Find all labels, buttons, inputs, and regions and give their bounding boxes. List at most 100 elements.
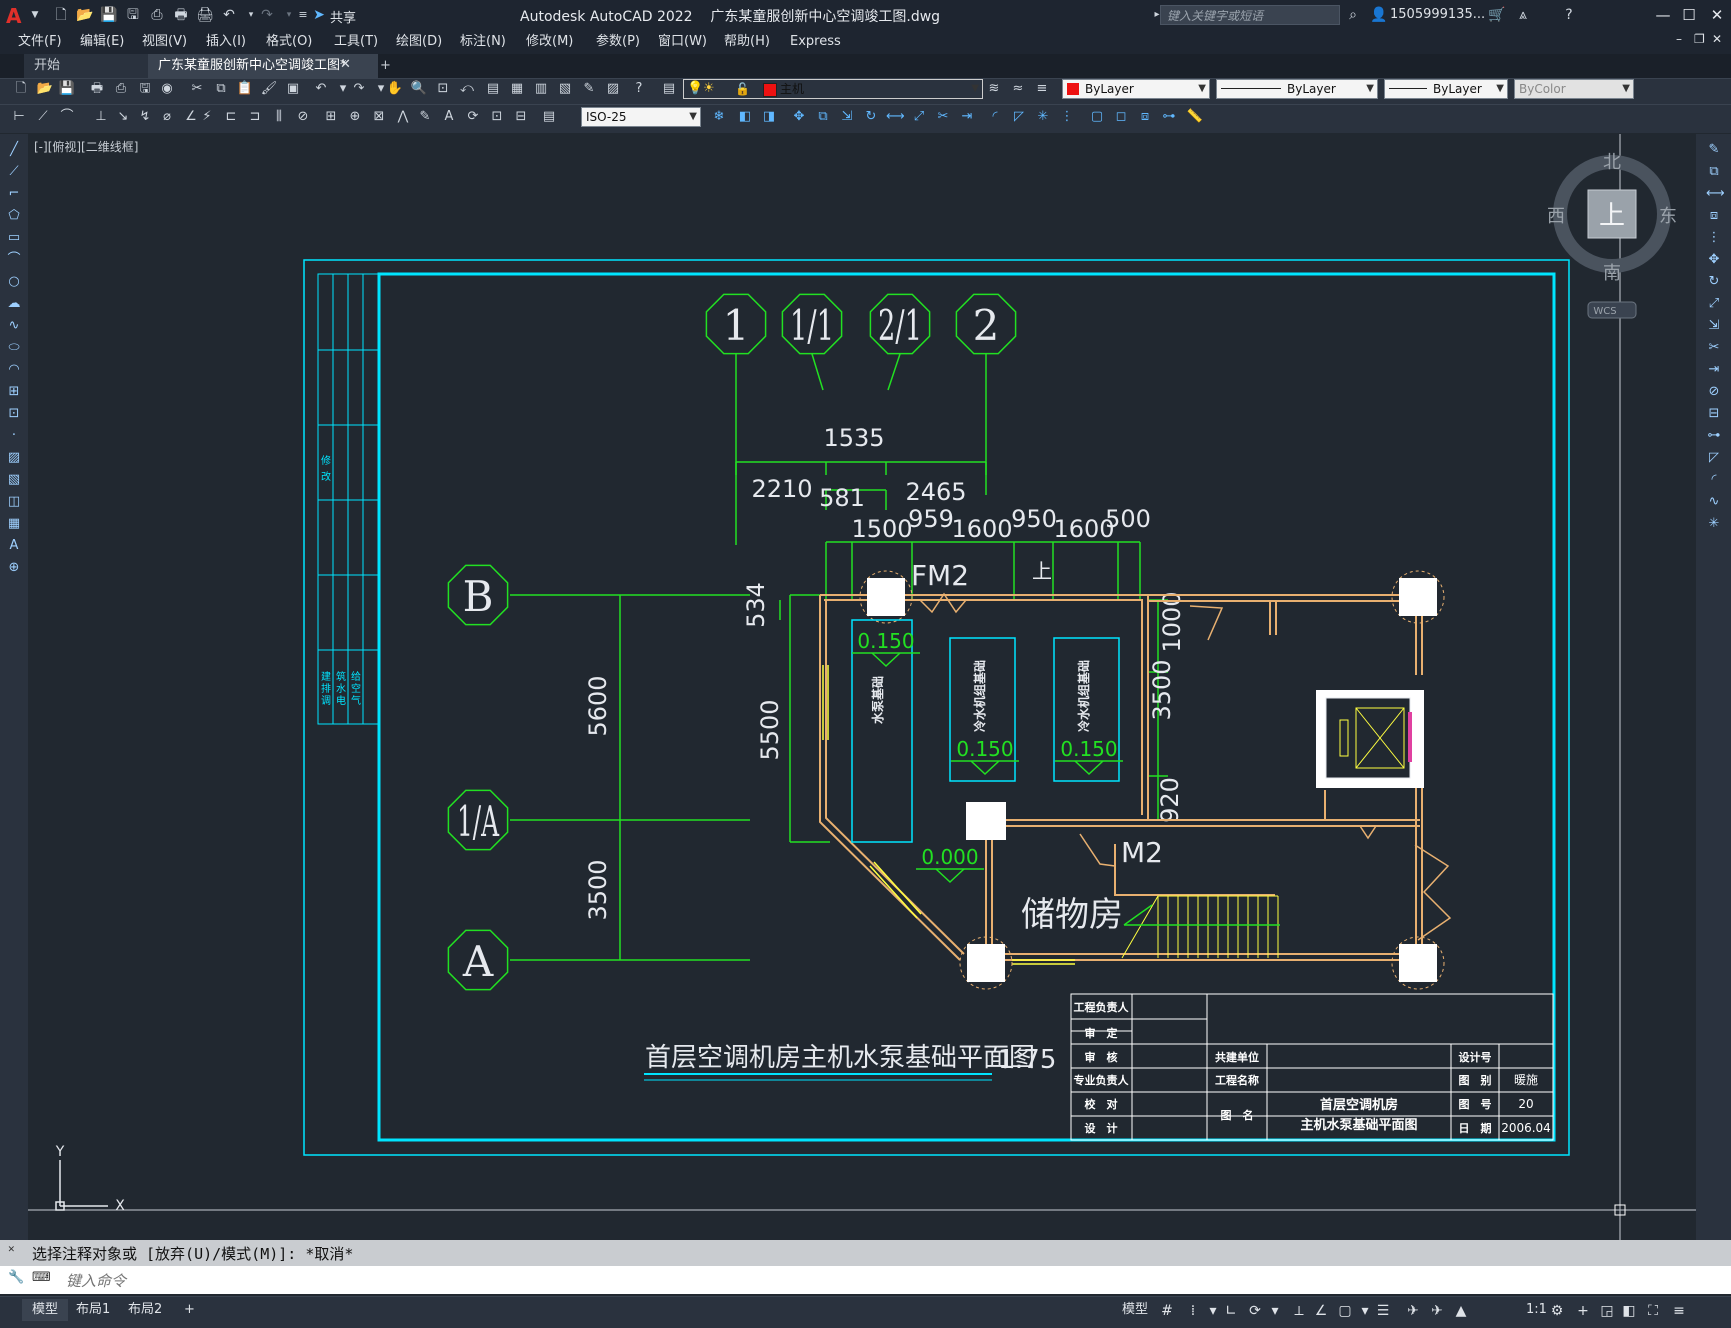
open-folder-icon[interactable]: 📂	[76, 7, 94, 23]
command-input[interactable]	[64, 1268, 1718, 1294]
circle-icon[interactable]: ○	[8, 274, 20, 289]
layer-freeze-icon[interactable]: ❄	[713, 109, 725, 124]
command-close-icon[interactable]: ✕	[8, 1242, 15, 1255]
calculator-icon[interactable]: ▨	[606, 81, 620, 96]
move-icon[interactable]: ✥	[1708, 252, 1720, 267]
customize-quick-access-icon[interactable]: ≡	[298, 8, 308, 21]
dim-edit-icon[interactable]: ✎	[419, 109, 431, 124]
cut-icon[interactable]: ✂	[191, 81, 203, 96]
redo-icon[interactable]: ↷	[353, 81, 365, 96]
viewcube-south[interactable]: 南	[1603, 263, 1621, 284]
array-icon[interactable]: ⋮	[1707, 230, 1721, 245]
user-account[interactable]: 1505999135...	[1390, 7, 1486, 22]
new-drawing-icon[interactable]: 🗋	[15, 81, 27, 96]
layer-thaw-icon[interactable]: ☀	[703, 81, 715, 96]
break-point-icon[interactable]: ⊘	[1708, 384, 1720, 399]
dim-radius-icon[interactable]: ↘	[117, 109, 129, 124]
stretch-icon[interactable]: ⇲	[841, 109, 853, 124]
osnap-tracking-icon[interactable]: ∠	[1314, 1303, 1328, 1319]
copy-icon[interactable]: ⧉	[1709, 164, 1719, 179]
plot-icon[interactable]: 🖶	[90, 81, 104, 96]
viewport-controls[interactable]: [-][俯视][二维线框]	[34, 140, 139, 154]
app-menu-chevron-icon[interactable]: ▼	[31, 10, 39, 20]
point-icon[interactable]: ·	[11, 428, 17, 443]
plot-preview-icon[interactable]: ⎙	[115, 81, 127, 96]
layer-previous-icon[interactable]: ≈	[1012, 81, 1024, 96]
clean-screen-icon[interactable]: ⛶	[1648, 1303, 1658, 1319]
redo-dropdown-icon[interactable]: ▾	[377, 81, 385, 96]
tab-layout1[interactable]: 布局1	[76, 1302, 111, 1317]
dim-jogged-icon[interactable]: ↯	[139, 109, 151, 124]
dim-baseline-icon[interactable]: ⊏	[225, 109, 237, 124]
menu-parameter[interactable]: 参数(P)	[596, 34, 640, 49]
hatch-icon[interactable]: ▨	[7, 450, 21, 465]
undo-icon[interactable]: ↶	[315, 81, 327, 96]
gradient-icon[interactable]: ▧	[7, 472, 21, 487]
auto-scale-icon[interactable]: ✈	[1431, 1303, 1443, 1319]
isodraft-icon[interactable]: ⟂	[1294, 1303, 1304, 1319]
command-recent-icon[interactable]: ⌨	[32, 1270, 51, 1285]
arc-icon[interactable]: ⌒	[7, 252, 21, 267]
zoom-previous-icon[interactable]: ⤺	[460, 81, 474, 96]
publish-icon[interactable]: 🖫	[139, 81, 151, 96]
blend-curves-icon[interactable]: ∿	[1708, 494, 1720, 509]
model-space-button[interactable]: 模型	[1122, 1302, 1149, 1317]
menu-tools[interactable]: 工具(T)	[334, 34, 379, 49]
viewcube-north[interactable]: 北	[1603, 152, 1621, 173]
ortho-icon[interactable]: ∟	[1225, 1303, 1237, 1319]
dim-angular-icon[interactable]: ∠	[185, 109, 197, 124]
sheet-set-icon[interactable]: ▧	[558, 81, 572, 96]
doc-close-icon[interactable]: ✕	[1712, 32, 1723, 46]
viewcube-west[interactable]: 西	[1547, 206, 1565, 227]
new-file-icon[interactable]: 🗋	[55, 7, 67, 23]
ellipse-icon[interactable]: ⬭	[8, 340, 20, 355]
explode-icon[interactable]: ✳	[1037, 109, 1049, 124]
mtext-icon[interactable]: A	[9, 538, 19, 553]
break-icon[interactable]: ⊟	[1708, 406, 1720, 421]
trim-icon[interactable]: ✂	[937, 109, 949, 124]
redo-icon[interactable]: ↷	[261, 7, 273, 23]
wrench-icon[interactable]: 🔧	[8, 1270, 25, 1285]
dim-ordinate-icon[interactable]: ⊥	[95, 109, 107, 124]
search-expand-icon[interactable]: ▸	[1154, 9, 1160, 20]
join-icon[interactable]: ⊶	[1162, 109, 1176, 124]
scale-icon[interactable]: ⤢	[1708, 296, 1720, 311]
help-icon[interactable]: ?	[1565, 7, 1573, 23]
layer-properties-icon[interactable]: ▤	[662, 81, 676, 96]
doc-restore-icon[interactable]: ❐	[1694, 32, 1705, 46]
add-selected-icon[interactable]: ⊕	[8, 560, 20, 575]
layer-match-icon[interactable]: ≋	[988, 81, 1000, 96]
snap-dropdown-icon[interactable]: ▾	[1209, 1303, 1217, 1319]
minimize-icon[interactable]: —	[1655, 6, 1671, 24]
polar-dropdown-icon[interactable]: ▾	[1271, 1303, 1279, 1319]
rotate-icon[interactable]: ↻	[865, 109, 877, 124]
menu-draw[interactable]: 绘图(D)	[396, 34, 443, 49]
save-icon[interactable]: 💾	[100, 7, 118, 23]
zoom-window-icon[interactable]: ⊡	[437, 81, 449, 96]
menu-file[interactable]: 文件(F)	[18, 34, 62, 49]
mirror-icon[interactable]: ⟷	[886, 109, 905, 124]
mirror-icon[interactable]: ⟷	[1706, 186, 1725, 201]
copy-object-icon[interactable]: ⧉	[818, 109, 828, 124]
dim-update-icon[interactable]: ⟳	[467, 109, 479, 124]
layer-isolate-icon[interactable]: ◧	[738, 109, 752, 124]
tool-palettes-icon[interactable]: ▥	[534, 81, 548, 96]
close-icon[interactable]: ✕	[1710, 6, 1724, 24]
quick-dim-icon[interactable]: ⚡	[202, 109, 212, 124]
block-editor-icon[interactable]: ▣	[286, 81, 300, 96]
plotstyle-dropdown[interactable]: ByColor ▼	[1514, 79, 1634, 99]
ungroup-icon[interactable]: ◻	[1115, 109, 1127, 124]
lineweight-dropdown[interactable]: ByLayer ▼	[1384, 79, 1508, 99]
spline-icon[interactable]: ∿	[8, 318, 20, 333]
viewcube-east[interactable]: 东	[1659, 206, 1677, 227]
tab-drawing[interactable]: 广东某童服创新中心空调竣工图*	[148, 54, 378, 78]
annotation-scale[interactable]: 1:1	[1526, 1302, 1547, 1317]
revcloud-icon[interactable]: ☁	[7, 296, 21, 311]
group-icon[interactable]: ▢	[1090, 109, 1104, 124]
explode-icon[interactable]: ✳	[1708, 516, 1720, 531]
annotation-scale-icon[interactable]: ▲	[1455, 1303, 1467, 1319]
share-button[interactable]: 共享	[330, 11, 357, 26]
layer-lock-icon[interactable]: 🔓	[735, 82, 750, 96]
construction-line-icon[interactable]: ⟋	[9, 164, 19, 179]
scale-icon[interactable]: ⤢	[913, 109, 925, 124]
